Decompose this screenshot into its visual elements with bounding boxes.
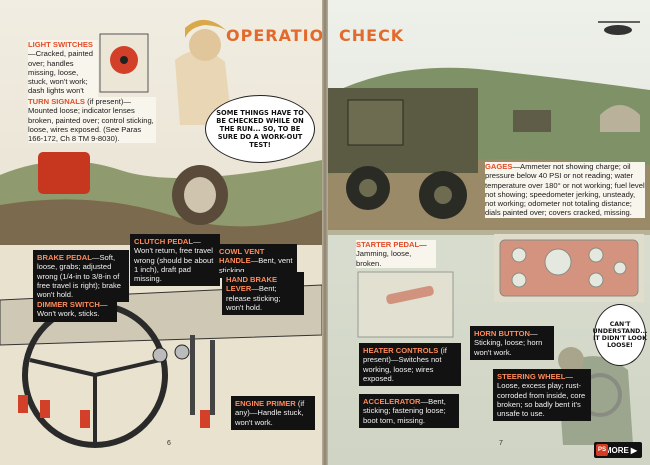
jerry-can	[38, 152, 90, 194]
accelerator-label: ACCELERATOR	[363, 397, 421, 406]
left-dirt-road	[0, 199, 322, 250]
dimmer-switch-label: DIMMER SWITCH	[37, 300, 100, 309]
ps-logo: PS	[596, 444, 608, 456]
dimmer-switch-box: DIMMER SWITCH—Won't work, sticks.	[33, 297, 117, 322]
clutch-pedal-box: CLUTCH PEDAL—Won't return, free travel w…	[130, 234, 220, 287]
turn-signals-label: TURN SIGNALS	[28, 97, 85, 106]
cowl-vent-label: COWL VENT HANDLE	[219, 247, 265, 266]
hand-brake-text: —Bent; release sticking; won't hold.	[226, 284, 281, 312]
engine-primer-label: ENGINE PRIMER	[235, 399, 296, 408]
brake-pedal-box: BRAKE PEDAL—Soft, loose, grabs; adjusted…	[33, 250, 129, 303]
turn-signals-text: (if present)—Mounted loose; indicator le…	[28, 97, 154, 143]
brake-pedal-text: —Soft, loose, grabs; adjusted wrong (1/4…	[37, 253, 121, 299]
title-operations: OPERATIONS	[226, 26, 352, 45]
rider-head	[189, 29, 221, 61]
engine-primer-text: (if any)—Handle stuck, won't work.	[235, 399, 305, 427]
cowl-vent-text: —Bent, vent sticking.	[219, 256, 293, 275]
speech-bubble-soldier: CAN'T UNDERSTAND... IT DIDN'T LOOK LOOSE…	[593, 304, 647, 366]
heater-controls-text: (if present)—Switches not working, loose…	[363, 346, 447, 383]
helicopter	[604, 25, 632, 35]
arrow-right-icon: ▶	[630, 445, 637, 455]
page-number-left: 6	[167, 440, 171, 447]
gages-box: GAGES—Ammeter not showing charge; oil pr…	[485, 162, 645, 218]
accelerator-box: ACCELERATOR—Bent, sticking; fastening lo…	[359, 394, 459, 428]
heater-controls-label: HEATER CONTROLS	[363, 346, 439, 355]
clutch-pedal-label: CLUTCH PEDAL	[134, 237, 194, 246]
engine-primer-box: ENGINE PRIMER (if any)—Handle stuck, won…	[231, 396, 315, 430]
heater-controls-box: HEATER CONTROLS (if present)—Switches no…	[359, 343, 461, 386]
starter-pedal-label: STARTER PEDAL	[356, 240, 420, 249]
right-page: CHECK GAGES—Ammeter not showing charge; …	[328, 0, 650, 465]
quonset-hut	[600, 105, 640, 132]
distant-truck	[513, 110, 551, 132]
transfer-lever	[210, 340, 215, 415]
brake-pedal-label: BRAKE PEDAL	[37, 253, 92, 262]
clutch-pedal-text: —Won't return, free travel wrong (should…	[134, 237, 214, 283]
steering-wheel-text: —Loose, excess play; rust-corroded from …	[497, 372, 586, 418]
more-label: MORE	[604, 445, 629, 455]
hand-brake-label: HAND BRAKE LEVER	[226, 275, 278, 294]
steering-wheel-box: STEERING WHEEL—Loose, excess play; rust-…	[493, 369, 591, 422]
title-check: CHECK	[339, 26, 405, 45]
starter-pedal-box: STARTER PEDAL—Jamming, loose, broken.	[356, 240, 436, 268]
light-switches-box: LIGHT SWITCHES—Cracked, painted over; ha…	[28, 40, 98, 105]
hand-brake-box: HAND BRAKE LEVER—Bent; release sticking;…	[222, 272, 304, 315]
turn-signals-box: TURN SIGNALS (if present)—Mounted loose;…	[28, 97, 156, 144]
dimmer-switch-text: —Won't work, sticks.	[37, 300, 108, 319]
accelerator-text: —Bent, sticking; fastening loose; boot t…	[363, 397, 446, 425]
starter-pedal-text: —Jamming, loose, broken.	[356, 240, 427, 268]
page-number-right: 7	[499, 440, 503, 447]
left-page: OPERATIONS LIGHT SWITCHES—Cracked, paint…	[0, 0, 350, 465]
more-button[interactable]: PS MORE ▶	[594, 442, 642, 458]
gages-label: GAGES	[485, 162, 513, 171]
horn-button-label: HORN BUTTON	[474, 329, 530, 338]
horn-button-text: —Sticking, loose; horn won't work.	[474, 329, 543, 357]
gages-text: —Ammeter not showing charge; oil pressur…	[485, 162, 645, 218]
light-switches-label: LIGHT SWITCHES	[28, 40, 93, 49]
horn-button-box: HORN BUTTON—Sticking, loose; horn won't …	[470, 326, 554, 360]
speech-bubble-rider: SOME THINGS HAVE TO BE CHECKED WHILE ON …	[205, 95, 315, 163]
spread-gutter	[322, 0, 328, 465]
steering-wheel-label: STEERING WHEEL	[497, 372, 566, 381]
gear-lever	[190, 335, 195, 415]
